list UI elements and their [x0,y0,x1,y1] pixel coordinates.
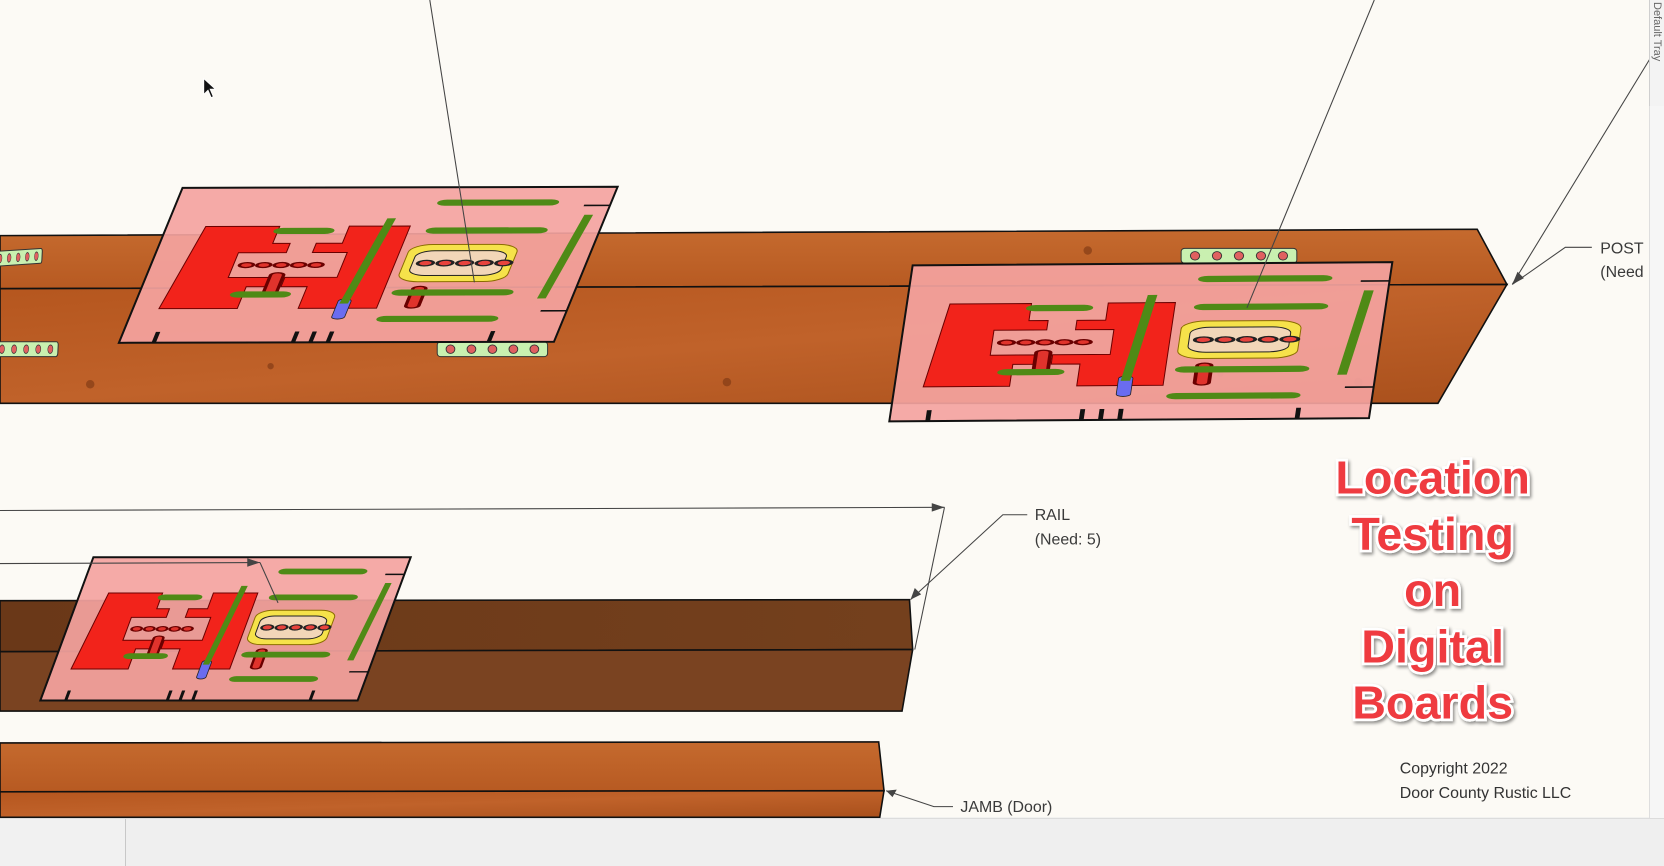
status-bar [0,818,1664,866]
leader-lines [0,0,1651,808]
jamb-top-face [0,741,885,793]
mouse-cursor-icon [203,77,217,99]
jamb-label: JAMB (Door) [960,799,1052,816]
copyright-line-1: Copyright 2022 [1400,761,1508,778]
status-bar-field[interactable] [0,819,126,866]
hardware-strip-plate2 [1180,247,1298,264]
digital-board-plate-1[interactable] [119,187,618,343]
rail-need-label: (Need: 5) [1035,531,1101,548]
title-line-2: Testing [1351,508,1514,560]
title-line-4: Digital [1361,620,1504,672]
post-need-label: (Need [1600,264,1643,281]
post-label: POST [1600,241,1644,258]
hardware-strip-left-bottom [0,341,59,358]
default-tray-label: Default Tray [1651,2,1663,62]
copyright-line-2: Door County Rustic LLC [1400,785,1572,802]
digital-board-plate-3[interactable] [40,557,410,700]
hardware-strip-plate1 [436,341,549,358]
right-panel-strip [1649,106,1664,818]
arrowheads [247,271,1524,798]
jamb-beam[interactable] [0,741,885,819]
jamb-front-face [0,789,885,819]
title-line-3: on [1404,564,1461,616]
digital-board-plate-2[interactable] [889,262,1392,421]
title-overlay: Location Testing on Digital Boards [1333,449,1533,731]
rail-label: RAIL [1035,507,1071,524]
title-line-5: Boards [1352,677,1513,729]
title-line-1: Location [1335,452,1530,504]
hardware-strip-left-top [0,247,43,267]
default-tray-tab[interactable]: Default Tray [1649,0,1664,107]
